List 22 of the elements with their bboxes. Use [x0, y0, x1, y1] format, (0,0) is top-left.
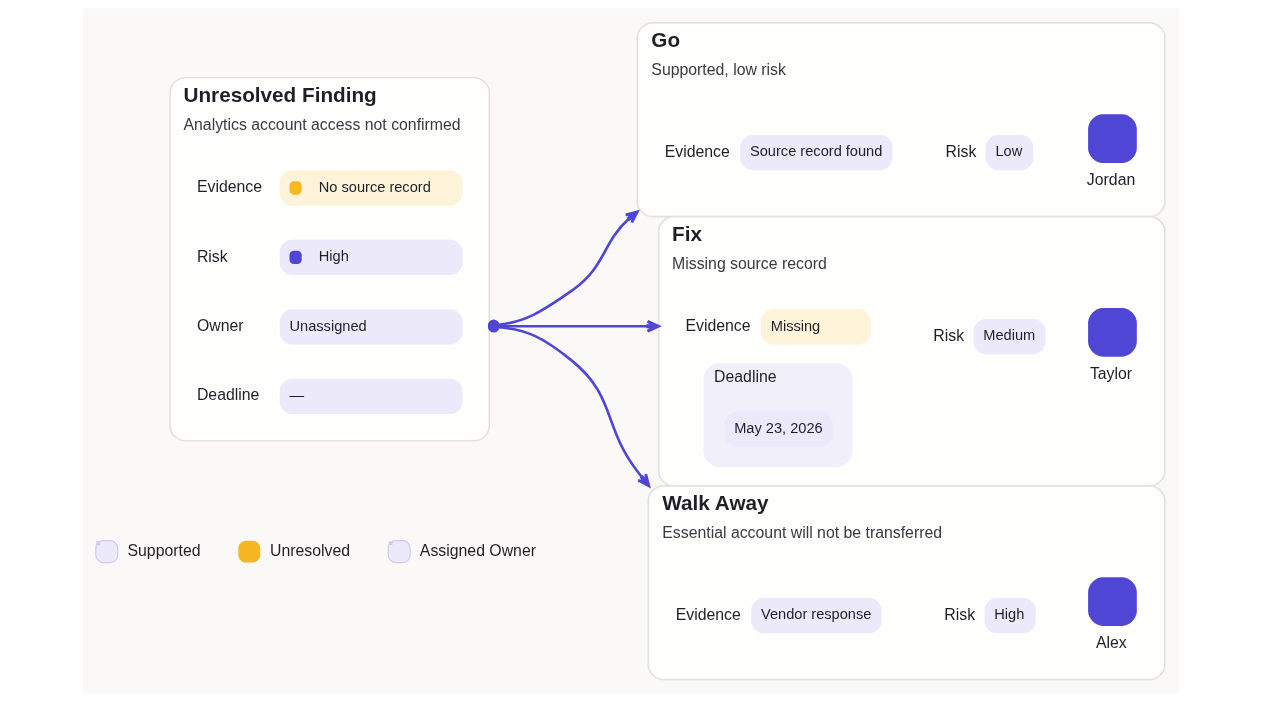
node-label: Taylor [1089, 365, 1133, 383]
node-label: Evidence [685, 317, 751, 334]
node-box: High [279, 239, 463, 276]
node-label: Evidence [196, 178, 263, 196]
node-label: Alex [1096, 634, 1127, 652]
node-box [1088, 308, 1137, 357]
node-label: Risk [933, 326, 965, 344]
node-box [1088, 577, 1137, 626]
node-box: No source record [279, 170, 463, 206]
node-label: Owner [196, 317, 244, 334]
legend-label: Supported [127, 541, 201, 559]
node-label: Risk [196, 247, 228, 265]
legend-label: Unresolved [270, 541, 351, 559]
node-label: Jordan [1086, 171, 1136, 189]
node-box: Missing [761, 309, 871, 345]
node-box [1088, 114, 1137, 163]
node-label: Risk [945, 142, 977, 160]
node-label: Evidence [675, 605, 741, 623]
node-label: Risk [944, 605, 976, 623]
node-label: Deadline [196, 386, 260, 404]
legend-label: Assigned Owner [419, 541, 536, 559]
node-label: Evidence [664, 142, 730, 160]
